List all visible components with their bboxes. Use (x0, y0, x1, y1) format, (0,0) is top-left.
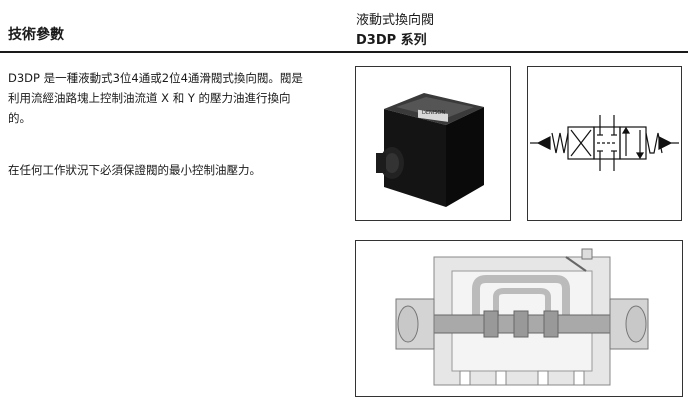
hydraulic-symbol-frame (527, 66, 682, 221)
valve-section-drawing (356, 241, 682, 396)
valve-photo-frame: DENISON (355, 66, 511, 221)
photo-plate-text: DENISON (422, 110, 445, 116)
hydraulic-symbol-icon (530, 115, 679, 171)
valve-photo: DENISON (376, 93, 484, 207)
series-title: D3DP 系列 (356, 33, 427, 48)
description-text: D3DP 是一種液動式3位4通或2位4通滑閥式換向閥。閥是利用流經油路塊上控制油… (8, 71, 303, 125)
valve-section-frame (355, 240, 683, 397)
header-divider (0, 51, 688, 53)
section-title: 技術參數 (8, 27, 64, 43)
series-subtitle: 液動式換向閥 (356, 13, 435, 28)
pressure-note: 在任何工作狀況下必須保證閥的最小控制油壓力。 (8, 163, 261, 177)
